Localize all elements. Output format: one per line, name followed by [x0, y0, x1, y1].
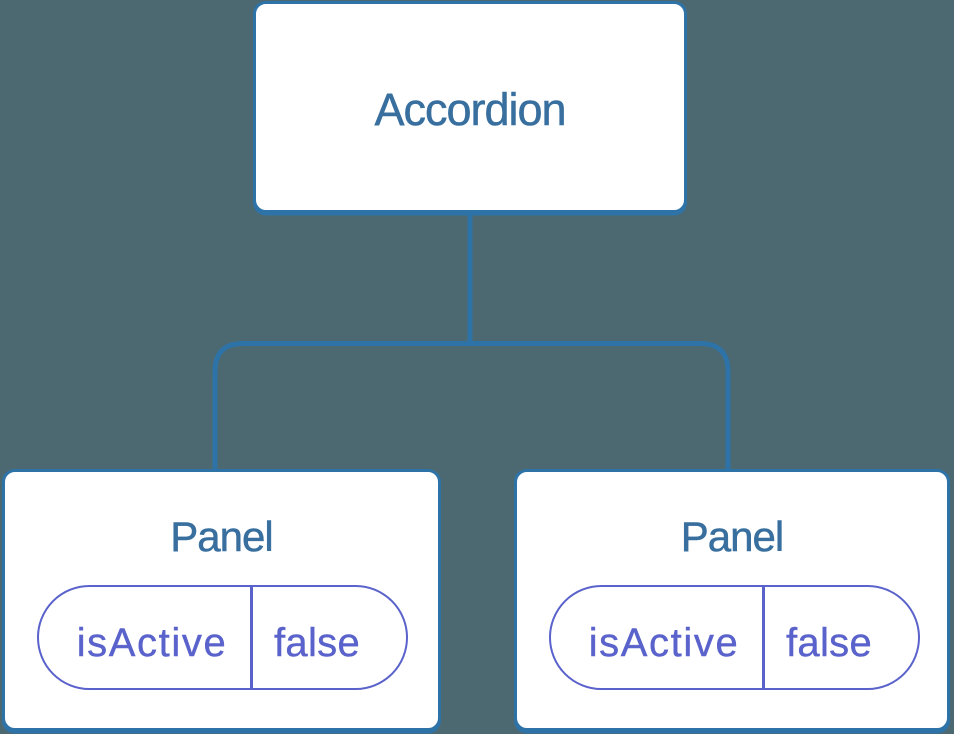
panel-right-pill-divider [762, 584, 765, 690]
panel-left-state-name: isActive [76, 620, 228, 665]
panel-right-state-name: isActive [588, 620, 740, 665]
panel-right-state-value: false [786, 620, 872, 665]
panel-node-right: Panel isActive false [514, 469, 950, 731]
panel-right-label: Panel [680, 513, 785, 560]
panel-left-state-value: false [274, 620, 360, 665]
panel-node-left: Panel isActive false [2, 469, 441, 731]
connector-branch-bracket [212, 341, 731, 470]
accordion-node: Accordion [253, 1, 687, 213]
panel-left-label: Panel [170, 513, 274, 560]
panel-left-pill-divider [250, 584, 253, 690]
accordion-node-label: Accordion [374, 84, 567, 135]
panel-left-state-pill: isActive false [37, 584, 408, 690]
panel-right-state-pill: isActive false [549, 584, 920, 690]
